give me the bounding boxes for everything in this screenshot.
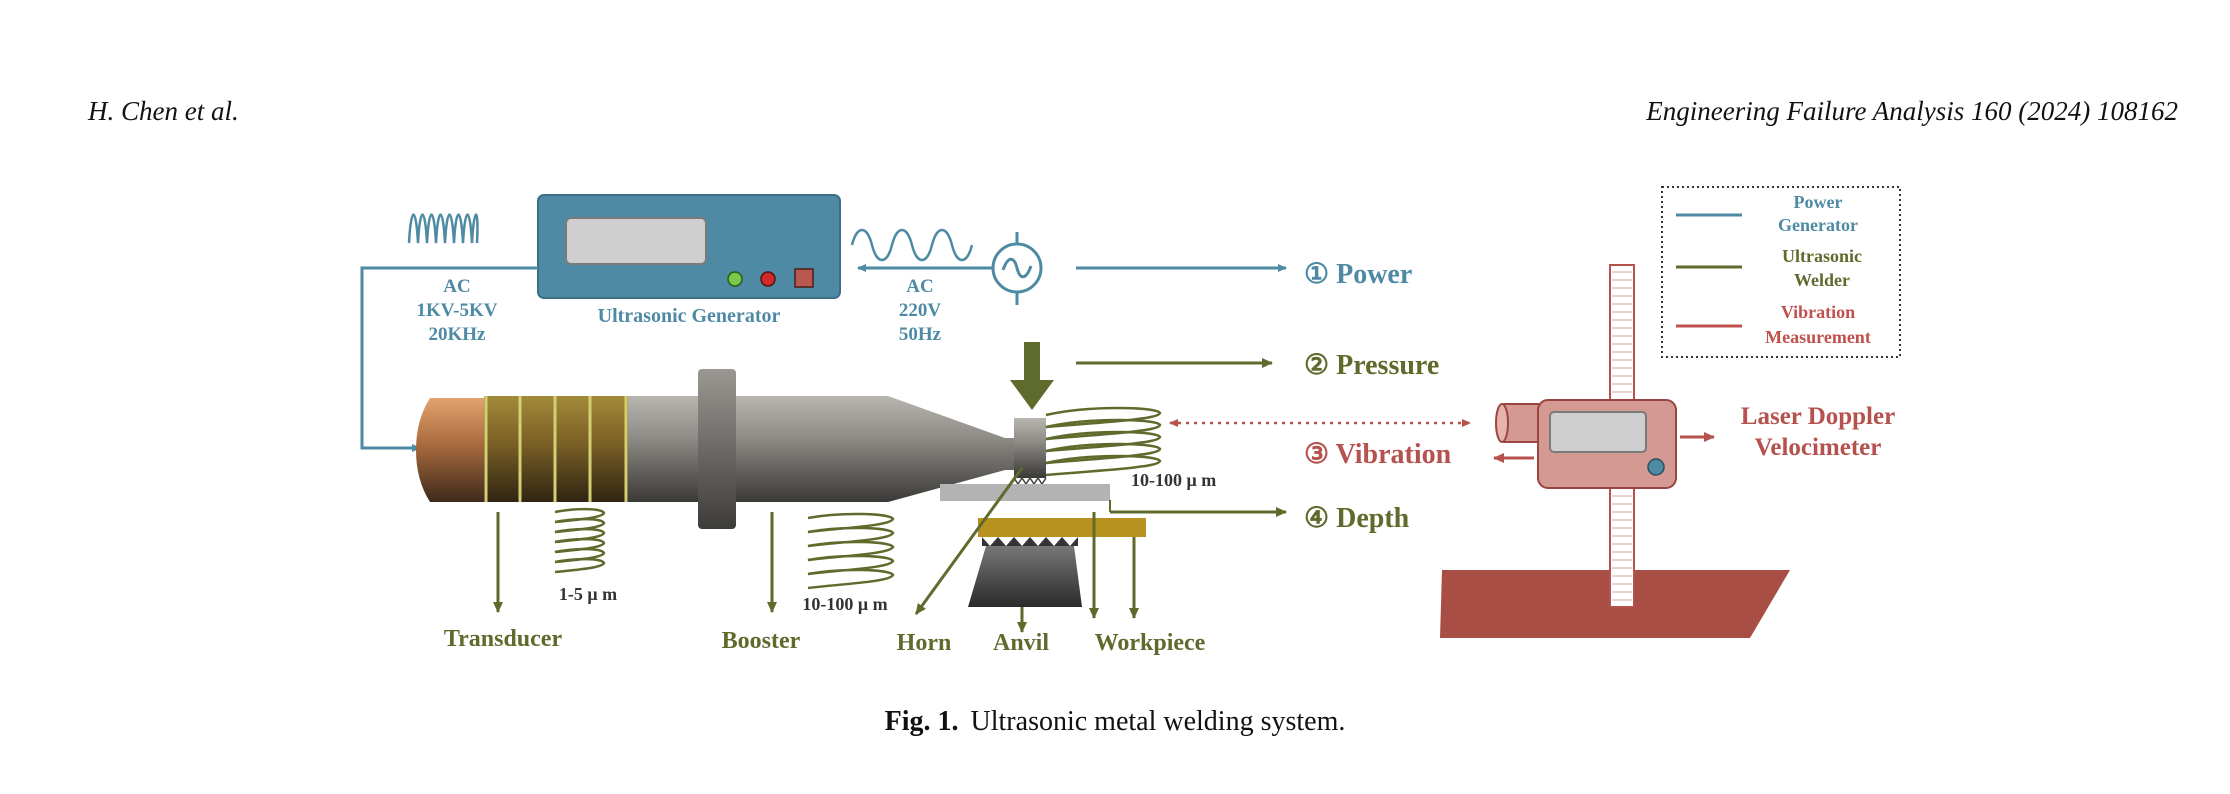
depth-label: ④ Depth [1304,503,1410,534]
svg-text:Laser Doppler: Laser Doppler [1741,403,1895,430]
horn-pointer [914,467,1024,615]
svg-text:AC: AC [906,276,933,297]
horn-amplitude-label: 10-100 μ m [1131,470,1216,490]
svg-text:220V: 220V [899,300,942,321]
output-ac-waveform [407,213,479,244]
svg-text:20KHz: 20KHz [429,324,487,345]
transducer-label: Transducer [444,626,563,652]
vibration-label: ③ Vibration [1304,439,1452,470]
workpiece-label: Workpiece [1095,630,1206,656]
ac-input-spec: AC 220V 50Hz [899,276,942,345]
svg-text:1KV-5KV: 1KV-5KV [417,300,498,321]
generator-switch [794,268,814,288]
ldv-label: Laser Doppler Velocimeter [1741,403,1895,461]
pressure-label: ② Pressure [1304,350,1439,381]
svg-text:Velocimeter: Velocimeter [1755,434,1882,461]
legend-vibration-line2: Measurement [1765,327,1871,347]
upper-sheet [940,484,1110,501]
pressure-force-arrow [1010,342,1054,410]
legend-vibration-line1: Vibration [1781,302,1855,322]
generator-display [565,217,707,265]
legend-welder-line1: Ultrasonic [1782,246,1862,266]
power-label: ① Power [1304,259,1412,290]
caption-text: Ultrasonic metal welding system. [970,706,1346,737]
ac-source-icon [991,232,1043,305]
anvil-label: Anvil [993,630,1049,656]
legend: Power Generator Ultrasonic Welder Vibrat… [1661,186,1901,358]
generator-green-led [727,271,743,287]
booster [628,369,888,529]
booster-amplitude-label: 10-100 μ m [802,594,887,614]
caption-label: Fig. 1. [884,706,959,737]
legend-power-line2: Generator [1778,215,1858,235]
running-header-journal: Engineering Failure Analysis 160 (2024) … [1646,96,2178,126]
input-ac-waveform [850,228,974,262]
transducer [416,396,628,502]
horn-vibration-coil [1045,406,1162,477]
ldv-head [1495,399,1677,489]
lower-sheet [978,518,1146,537]
svg-text:50Hz: 50Hz [899,324,942,345]
running-header-authors: H. Chen et al. [88,96,239,126]
generator-red-led [760,271,776,287]
booster-vibration-coil [807,512,895,590]
anvil [968,537,1082,607]
ac-output-spec: AC 1KV-5KV 20KHz [417,276,498,345]
horn [888,396,1047,502]
horn-label: Horn [897,630,952,656]
svg-text:AC: AC [443,276,470,297]
booster-label: Booster [722,628,801,654]
transducer-vibration-coil [554,507,606,574]
legend-power-line1: Power [1794,192,1843,212]
ultrasonic-generator [537,194,841,299]
figure-caption: Fig. 1. Ultrasonic metal welding system. [0,706,2230,738]
legend-welder-line2: Welder [1794,270,1850,290]
generator-label: Ultrasonic Generator [598,305,781,327]
transducer-amplitude-label: 1-5 μ m [559,584,617,604]
generator-to-transducer-wire [360,266,538,452]
